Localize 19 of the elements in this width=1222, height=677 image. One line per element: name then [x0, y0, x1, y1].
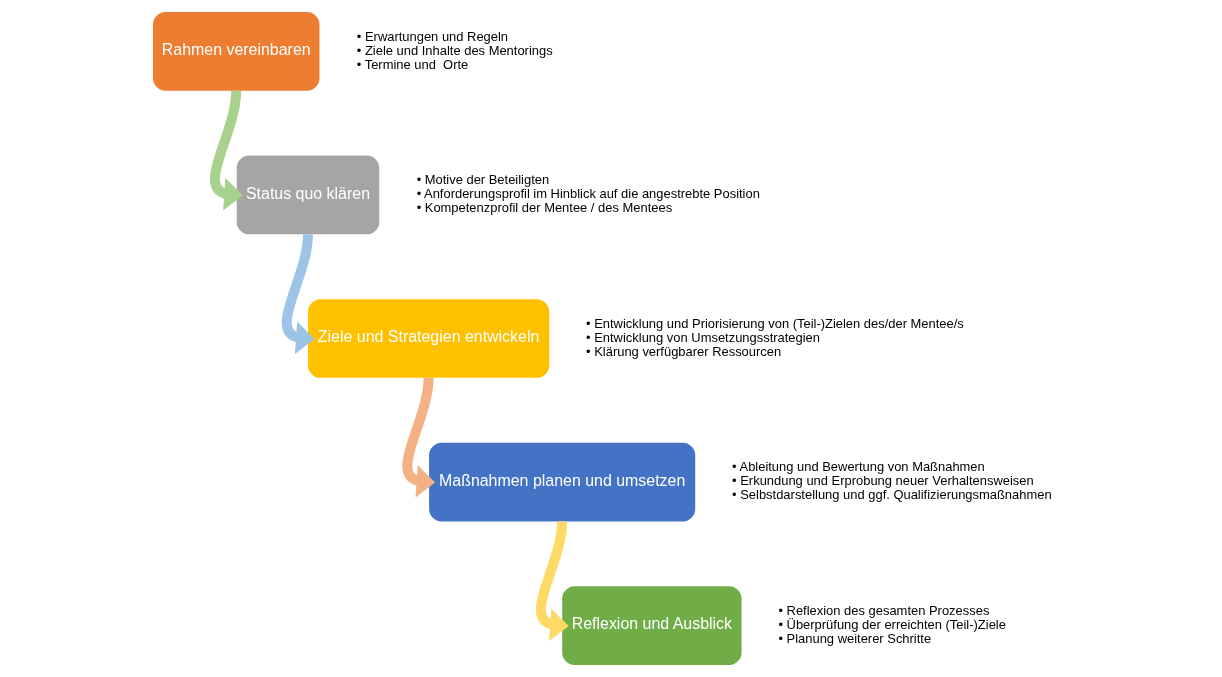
node-label: • Kompetenzprofil der Mentee / des Mentees [416, 200, 672, 216]
node-box: Reflexion und Ausblick [561, 586, 742, 665]
node-label: • Termine und Orte [356, 56, 468, 72]
arrow [209, 90, 243, 211]
node-label: • Selbstdarstellung und ggf. Qualifizierungsmaßnahmen [731, 487, 1052, 503]
node-box: Ziele und Strategien entwickeln [307, 299, 549, 378]
node-label: • Erkundung und Erprobung neuer Verhaltensweisen [731, 473, 1034, 489]
node-label: • Entwicklung und Priorisierung von (Teil-)Zielen des/der Mentee/s [585, 315, 964, 331]
node-label: • Ableitung und Bewertung von Maßnahmen [731, 459, 985, 475]
node-box: Rahmen vereinbaren [152, 12, 319, 91]
node-label: • Reflexion des gesamten Prozesses [777, 603, 989, 618]
node-label: • Motive der Beteiligten [416, 172, 549, 188]
node-box: Maßnahmen planen und umsetzen [428, 442, 695, 522]
node-label: • Erwartungen und Regeln [356, 28, 508, 44]
node-box: Status quo klären [236, 155, 379, 235]
arrow [281, 234, 315, 354]
arrow [402, 377, 435, 498]
node-label: • Anforderungsprofil im Hinblick auf die angestrebte Position [416, 186, 760, 202]
arrow [535, 521, 569, 641]
